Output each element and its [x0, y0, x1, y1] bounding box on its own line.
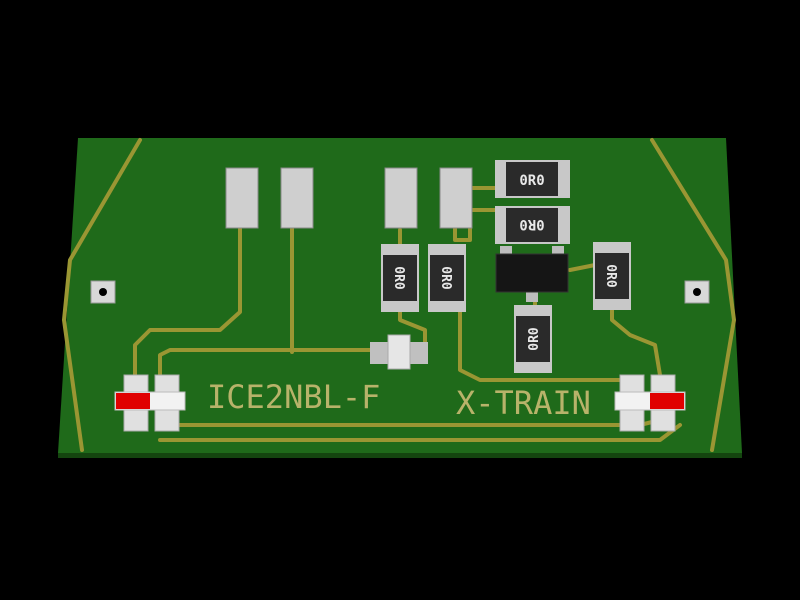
transistor-q1: [495, 246, 569, 302]
resistor-r6-marking: 0R0: [527, 327, 542, 351]
mounting-hole-right: [684, 280, 710, 304]
resistor-r5: 0R0: [593, 242, 631, 310]
resistor-r2: 0R0: [495, 206, 570, 244]
resistor-r5-marking: 0R0: [603, 264, 618, 288]
resistor-r1-marking: 0R0: [519, 173, 544, 189]
capacitor-c1: [370, 334, 428, 370]
silkscreen-left: ICE2NBL-F: [207, 378, 380, 416]
pad-4: [439, 167, 473, 229]
resistor-r4: 0R0: [428, 244, 466, 312]
resistor-r3-marking: 0R0: [391, 266, 406, 290]
pad-1: [225, 167, 259, 229]
led-connector-right: [614, 374, 686, 432]
pad-3: [384, 167, 418, 229]
resistor-r2-marking: 0R0: [519, 216, 544, 232]
resistor-r3: 0R0: [381, 244, 419, 312]
led-connector-left: [114, 374, 186, 432]
pad-2: [280, 167, 314, 229]
resistor-r6: 0R0: [514, 305, 552, 373]
resistor-r4-marking: 0R0: [438, 266, 453, 290]
silkscreen-right: X-TRAIN: [456, 384, 591, 422]
mounting-hole-left: [90, 280, 116, 304]
resistor-r1: 0R0: [495, 160, 570, 198]
smd-pads: [225, 167, 473, 229]
